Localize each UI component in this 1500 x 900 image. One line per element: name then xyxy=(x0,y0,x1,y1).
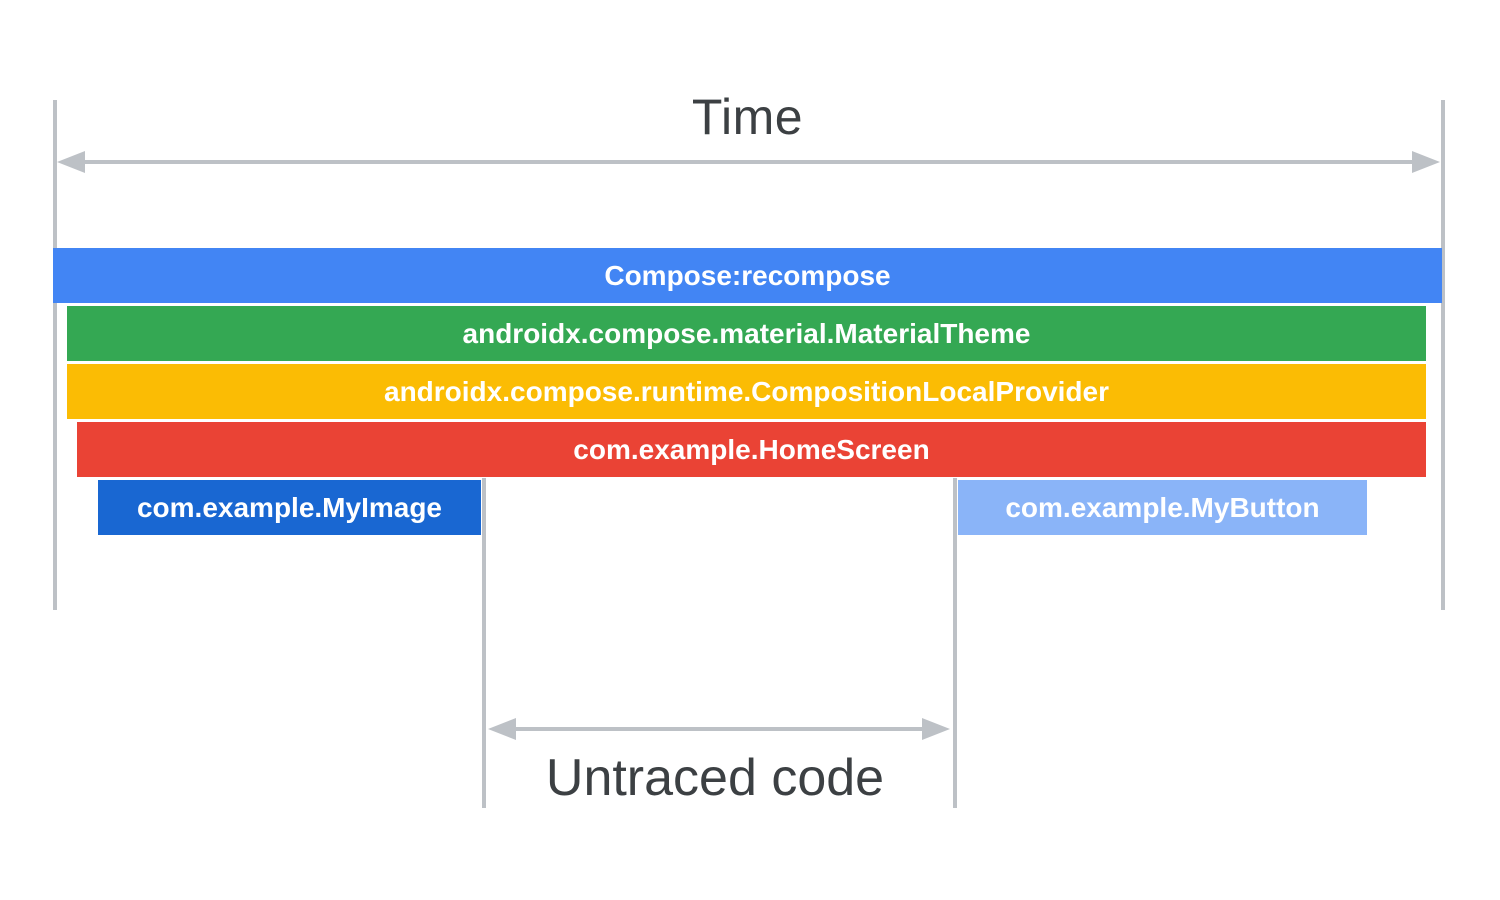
time-range-start-line xyxy=(53,100,57,610)
untraced-range-arrow xyxy=(488,718,950,740)
time-axis-label: Time xyxy=(691,89,804,145)
trace-span-composition-local-provider: androidx.compose.runtime.CompositionLoca… xyxy=(67,364,1426,419)
untraced-arrow-shaft xyxy=(510,727,928,731)
time-range-end-line xyxy=(1441,100,1445,610)
trace-span-compose-recompose: Compose:recompose xyxy=(53,248,1442,303)
arrowhead-left-icon xyxy=(488,718,516,740)
trace-span-my-button: com.example.MyButton xyxy=(958,480,1367,535)
arrowhead-left-icon xyxy=(57,151,85,173)
arrowhead-right-icon xyxy=(1412,151,1440,173)
time-arrow-shaft xyxy=(79,160,1418,164)
untraced-code-label: Untraced code xyxy=(545,749,885,807)
untraced-range-start-line xyxy=(482,478,486,808)
trace-span-home-screen: com.example.HomeScreen xyxy=(77,422,1426,477)
untraced-range-end-line xyxy=(953,478,957,808)
trace-span-material-theme: androidx.compose.material.MaterialTheme xyxy=(67,306,1426,361)
trace-span-my-image: com.example.MyImage xyxy=(98,480,481,535)
arrowhead-right-icon xyxy=(922,718,950,740)
time-axis-arrow xyxy=(57,151,1440,173)
